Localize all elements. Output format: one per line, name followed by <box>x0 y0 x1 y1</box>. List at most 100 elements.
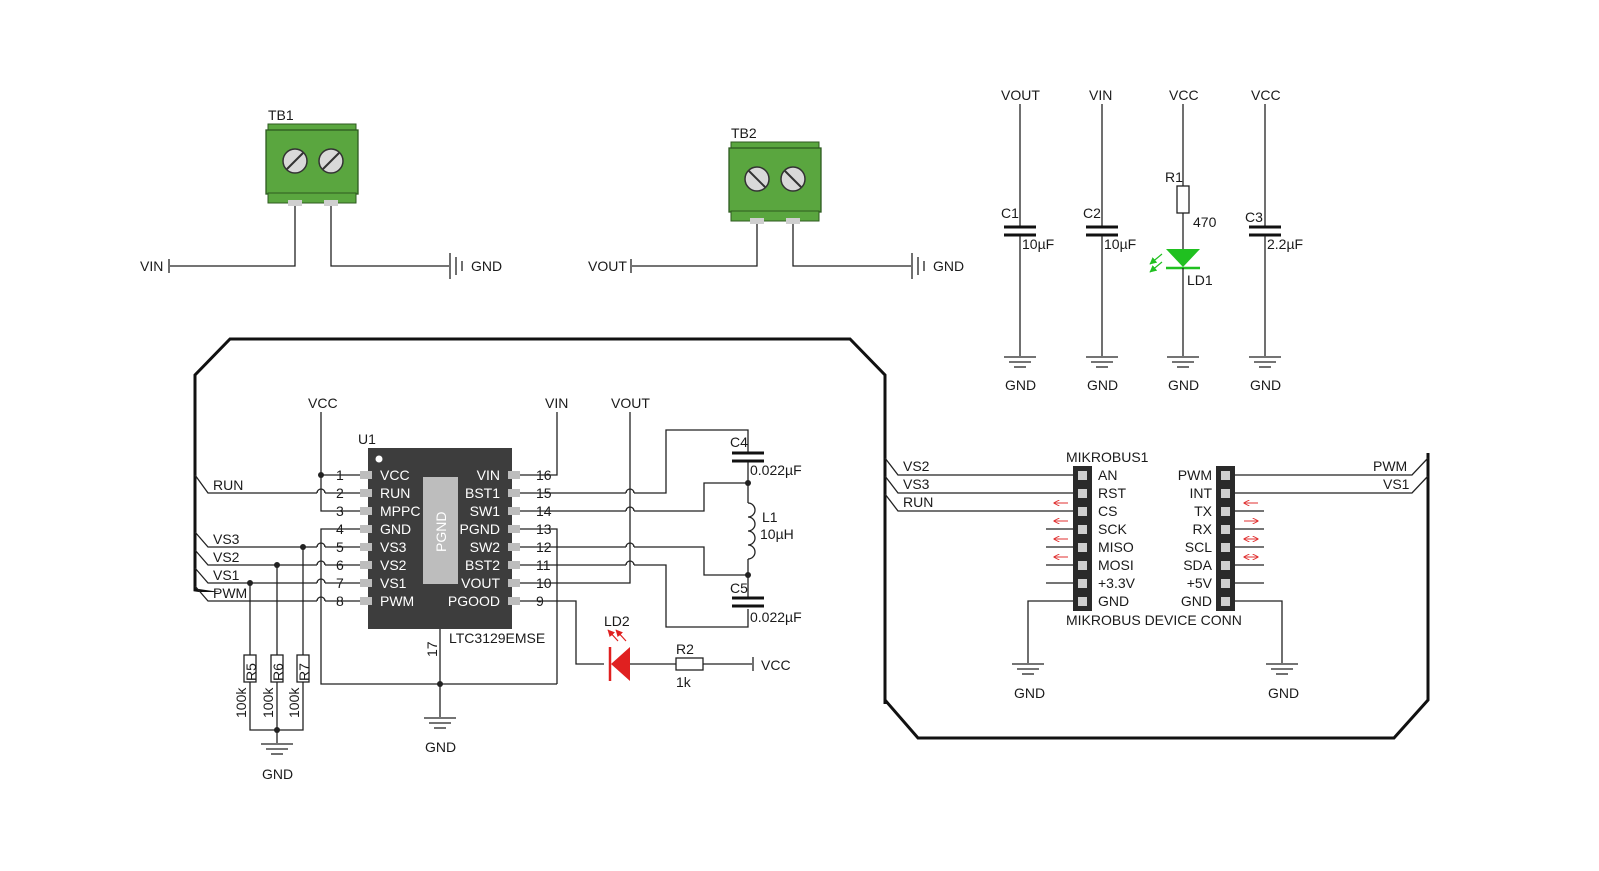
ic-pin-8-name: PWM <box>380 593 414 609</box>
ld1-ref: LD1 <box>1187 272 1213 288</box>
mb-right-pin-8 <box>1221 597 1230 606</box>
mb-right-label-1: PWM <box>1178 467 1212 483</box>
mb-right-pin-2 <box>1221 489 1230 498</box>
ic-pin-4-pad <box>360 525 372 533</box>
ld1-led-symbol <box>1166 249 1200 267</box>
ic-pin-7-name: VS1 <box>380 575 407 591</box>
mb-left-label-6: MOSI <box>1098 557 1134 573</box>
l1-inductor <box>747 502 756 560</box>
r5-ref: R5 <box>243 663 259 681</box>
ic-pad-label: PGND <box>433 512 449 552</box>
mb-left-label-4: SCK <box>1098 521 1127 537</box>
gnd-res: GND <box>262 766 293 782</box>
mb-right-pin-5 <box>1221 543 1230 552</box>
c1-gnd: GND <box>1005 377 1036 393</box>
ic-pin-16-name: VIN <box>477 467 500 483</box>
mikrobus-ref: MIKROBUS1 <box>1066 449 1149 465</box>
ic-pad-pin: 17 <box>424 641 440 657</box>
mb-right-pin-6 <box>1221 561 1230 570</box>
net-vs2: VS2 <box>213 549 240 565</box>
mb-gnd-right: GND <box>1268 685 1299 701</box>
net-vs1: VS1 <box>213 567 240 583</box>
mb-right-pin-7 <box>1221 579 1230 588</box>
mb-net-run: RUN <box>903 494 933 510</box>
led-gnd: GND <box>1168 377 1199 393</box>
ld2-led-symbol <box>611 647 630 681</box>
ic-pin-11-pad <box>508 561 520 569</box>
net-vin: VIN <box>545 395 568 411</box>
r2-value: 1k <box>676 674 692 690</box>
c1-value: 10µF <box>1022 236 1054 252</box>
mb-left-pin-4 <box>1078 525 1087 534</box>
ic-pin-8-pad <box>360 597 372 605</box>
mikrobus-left-strip <box>1073 466 1092 611</box>
mb-right-label-5: SCL <box>1185 539 1212 555</box>
ic-pin-5-pad <box>360 543 372 551</box>
ic-pin-5-name: VS3 <box>380 539 407 555</box>
mb-left-pin-3 <box>1078 507 1087 516</box>
c4-ref: C4 <box>730 434 748 450</box>
c2-ref: C2 <box>1083 205 1101 221</box>
tb2-ref: TB2 <box>731 125 757 141</box>
tb2-left-net: VOUT <box>588 258 627 274</box>
gnd-ic: GND <box>425 739 456 755</box>
ic-pin-6-pad <box>360 561 372 569</box>
r7-ref: R7 <box>296 663 312 681</box>
r7-value: 100k <box>286 687 302 718</box>
r5-value: 100k <box>233 687 249 718</box>
mb-left-pin-6 <box>1078 561 1087 570</box>
l1-value: 10µH <box>760 526 794 542</box>
mb-left-label-7: +3.3V <box>1098 575 1136 591</box>
c3-ref: C3 <box>1245 209 1263 225</box>
tb1-right-net: GND <box>471 258 502 274</box>
mb-right-pin-3 <box>1221 507 1230 516</box>
ic-ref: U1 <box>358 431 376 447</box>
r6-value: 100k <box>260 687 276 718</box>
mb-right-label-8: GND <box>1181 593 1212 609</box>
mb-net-vs2: VS2 <box>903 458 930 474</box>
c2-value: 10µF <box>1104 236 1136 252</box>
ic-part: LTC3129EMSE <box>449 630 545 646</box>
mb-gnd-left: GND <box>1014 685 1045 701</box>
mb-left-label-1: AN <box>1098 467 1117 483</box>
mb-net-vs1: VS1 <box>1383 476 1410 492</box>
c5-ref: C5 <box>730 580 748 596</box>
power-led-ld1: VCC R1 470 LD1 GND <box>1149 87 1217 393</box>
l1-ref: L1 <box>762 509 778 525</box>
mb-right-label-4: RX <box>1193 521 1213 537</box>
terminal-block-tb1: TB1 VIN GND <box>140 107 502 279</box>
mb-left-pin-7 <box>1078 579 1087 588</box>
net-vs3: VS3 <box>213 531 240 547</box>
net-run: RUN <box>213 477 243 493</box>
tb1-body <box>265 129 359 195</box>
mb-left-pin-2 <box>1078 489 1087 498</box>
c2-top-net: VIN <box>1089 87 1112 103</box>
bypass-c1: VOUT C1 10µF GND <box>1001 87 1054 393</box>
mb-right-pin-1 <box>1221 471 1230 480</box>
ic-pin-16-pad <box>508 471 520 479</box>
ic-pin-14-pad <box>508 507 520 515</box>
mb-left-label-5: MISO <box>1098 539 1134 555</box>
tb2-body <box>728 147 822 213</box>
c5-value: 0.022µF <box>750 609 802 625</box>
ic-pin-9-name: PGOOD <box>448 593 500 609</box>
mb-left-pin-1 <box>1078 471 1087 480</box>
ic-pin-14-name: SW1 <box>470 503 501 519</box>
r1-ref: R1 <box>1165 169 1183 185</box>
tb1-bottom <box>267 192 357 204</box>
ic-pin-11-name: BST2 <box>465 557 500 573</box>
mb-right-pin-4 <box>1221 525 1230 534</box>
mb-left-label-8: GND <box>1098 593 1129 609</box>
net-vout: VOUT <box>611 395 650 411</box>
ic-pin-2-pad <box>360 489 372 497</box>
mb-right-label-7: +5V <box>1187 575 1213 591</box>
mb-net-vs3: VS3 <box>903 476 930 492</box>
ic-pin-10-name: VOUT <box>461 575 500 591</box>
c3-top-net: VCC <box>1251 87 1281 103</box>
r2-resistor <box>675 657 704 671</box>
ic-pin-1-pad <box>360 471 372 479</box>
net-pwm: PWM <box>213 585 247 601</box>
mb-left-label-2: RST <box>1098 485 1126 501</box>
